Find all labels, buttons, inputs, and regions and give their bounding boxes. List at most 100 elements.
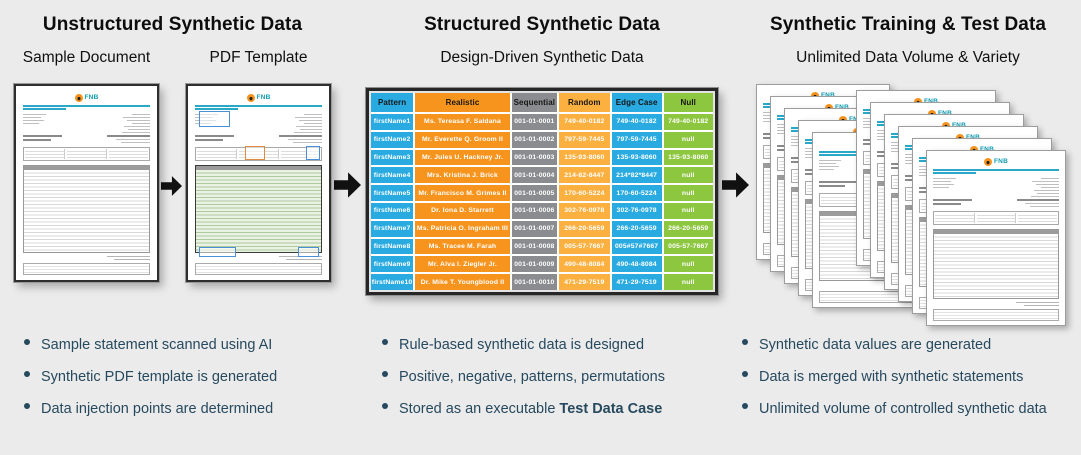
statement-subrule: [819, 154, 860, 156]
table-cell: 135-93-8060: [558, 149, 610, 166]
statement-subrule: [23, 108, 67, 110]
table-cell: firstName10: [371, 274, 414, 290]
table-cell: firstName4: [371, 167, 414, 184]
bullet-text: Data injection points are determined: [41, 401, 274, 417]
bullet-text: Synthetic PDF template is generated: [41, 369, 278, 385]
bullet-dot-icon: [382, 339, 388, 345]
fnb-logo-text: FNB: [952, 122, 966, 130]
table-cell: null: [663, 203, 713, 219]
bullet-text-bold: Test Data Case: [559, 401, 663, 417]
table-cell: 266-20-5659: [611, 220, 662, 237]
bullet-text: Positive, negative, patterns, permutatio…: [399, 369, 665, 385]
bullet-dot-icon: [742, 339, 748, 345]
fnb-logo-text: FNB: [821, 92, 835, 100]
table-cell: 490-48-8084: [611, 256, 662, 273]
bullet-dot-icon: [742, 403, 748, 409]
label-unlimited-volume: Unlimited Data Volume & Variety: [796, 49, 1020, 66]
fnb-logo-text: FNB: [924, 98, 938, 106]
table-cell: 266-20-5659: [558, 220, 610, 237]
table-cell: 001-01-0006: [511, 203, 557, 219]
column-title-unstructured: Unstructured Synthetic Data: [42, 14, 303, 35]
label-pdf-template: PDF Template: [209, 49, 308, 66]
table-cell: Mr. Everette Q. Groom II: [415, 131, 510, 148]
table-cell: 001-01-0007: [511, 220, 557, 237]
pdf-template-document: FNB: [186, 84, 331, 282]
statement-subrule: [195, 108, 239, 110]
fnb-logo-text: FNB: [256, 93, 271, 101]
table-cell: 005-57-7667: [663, 238, 713, 255]
statement-page: FNB: [926, 150, 1066, 326]
table-cell: null: [663, 274, 713, 290]
statement-footer-box: [23, 263, 150, 275]
table-cell: Ms. Tracee M. Farah: [415, 238, 510, 255]
table-cell: 005#57#7667: [611, 238, 662, 255]
statement-transactions: [933, 229, 1059, 299]
injection-point-box: [199, 247, 236, 257]
bullet-text: Rule-based synthetic data is designed: [399, 337, 645, 353]
injection-point-box: [244, 146, 265, 160]
bullet-dot-icon: [24, 403, 30, 409]
table-cell: Mr. Jules U. Hackney Jr.: [415, 149, 510, 166]
table-cell: 001-01-0004: [511, 167, 557, 184]
statement-summary-strip: [933, 211, 1059, 225]
table-cell: Ms. Tereasa F. Saldana: [415, 114, 510, 130]
table-cell: Dr. Mike T. Youngblood II: [415, 274, 510, 290]
bullet-dot-icon: [382, 403, 388, 409]
table-header-pattern: Pattern: [371, 93, 414, 112]
bullet-text: Data is merged with synthetic statements: [759, 369, 1024, 385]
statement-rule: [933, 169, 1059, 171]
table-cell: firstName2: [371, 131, 414, 148]
table-cell: 471-29-7519: [558, 274, 610, 290]
table-cell: 302-76-0978: [611, 203, 662, 219]
statement-footer-box: [933, 309, 1059, 321]
table-cell: 214*82*8447: [611, 167, 662, 184]
table-cell: firstName8: [371, 238, 414, 255]
table-cell: firstName5: [371, 185, 414, 201]
fnb-logo-text: FNB: [938, 110, 952, 118]
statement-summary-strip: [23, 147, 150, 161]
table-header-null: Null: [663, 93, 713, 112]
bullet-text: Unlimited volume of controlled synthetic…: [759, 401, 1047, 417]
fnb-logo-text: FNB: [84, 93, 99, 101]
table-cell: firstName9: [371, 256, 414, 273]
statement-summary-strip: [195, 146, 322, 161]
label-sample-document: Sample Document: [22, 49, 151, 66]
bullet-dot-icon: [742, 371, 748, 377]
table-cell: firstName3: [371, 149, 414, 166]
table-cell: 170-60-5224: [611, 185, 662, 201]
bullet-item: Sample statement scanned using AI: [24, 336, 364, 354]
bullet-text: Synthetic data values are generated: [759, 337, 992, 353]
bullet-item: Positive, negative, patterns, permutatio…: [382, 368, 722, 386]
table-cell: 001-01-0010: [511, 274, 557, 290]
table-cell: Dr. Iona D. Starrett: [415, 203, 510, 219]
table-cell: 001-01-0008: [511, 238, 557, 255]
table-cell: firstName1: [371, 114, 414, 130]
bullet-item: Rule-based synthetic data is designed: [382, 336, 722, 354]
statement-rule: [195, 105, 322, 107]
bullet-item: Stored as an executable Test Data Case: [382, 400, 722, 418]
fnb-logo-icon: [246, 94, 255, 102]
statement-subrule: [933, 172, 976, 174]
table-cell: 001-01-0005: [511, 185, 557, 201]
table-header-random: Random: [558, 93, 610, 112]
table-cell: firstName7: [371, 220, 414, 237]
bullet-text: Stored as an executable Test Data Case: [399, 401, 663, 417]
statement-transactions: [195, 165, 322, 253]
table-cell: 302-76-0978: [558, 203, 610, 219]
bullet-dot-icon: [382, 371, 388, 377]
fnb-logo: FNB: [195, 93, 322, 103]
table-cell: null: [663, 256, 713, 273]
table-cell: firstName6: [371, 203, 414, 219]
bullet-item: Synthetic data values are generated: [742, 336, 1081, 354]
fnb-logo-text: FNB: [980, 146, 994, 154]
table-cell: 749-40-0182: [663, 114, 713, 130]
injection-point-box: [306, 146, 320, 160]
bullet-dot-icon: [24, 339, 30, 345]
statement-transactions: [23, 165, 150, 253]
fnb-logo-text: FNB: [849, 116, 863, 124]
bullet-item: Data injection points are determined: [24, 400, 364, 418]
